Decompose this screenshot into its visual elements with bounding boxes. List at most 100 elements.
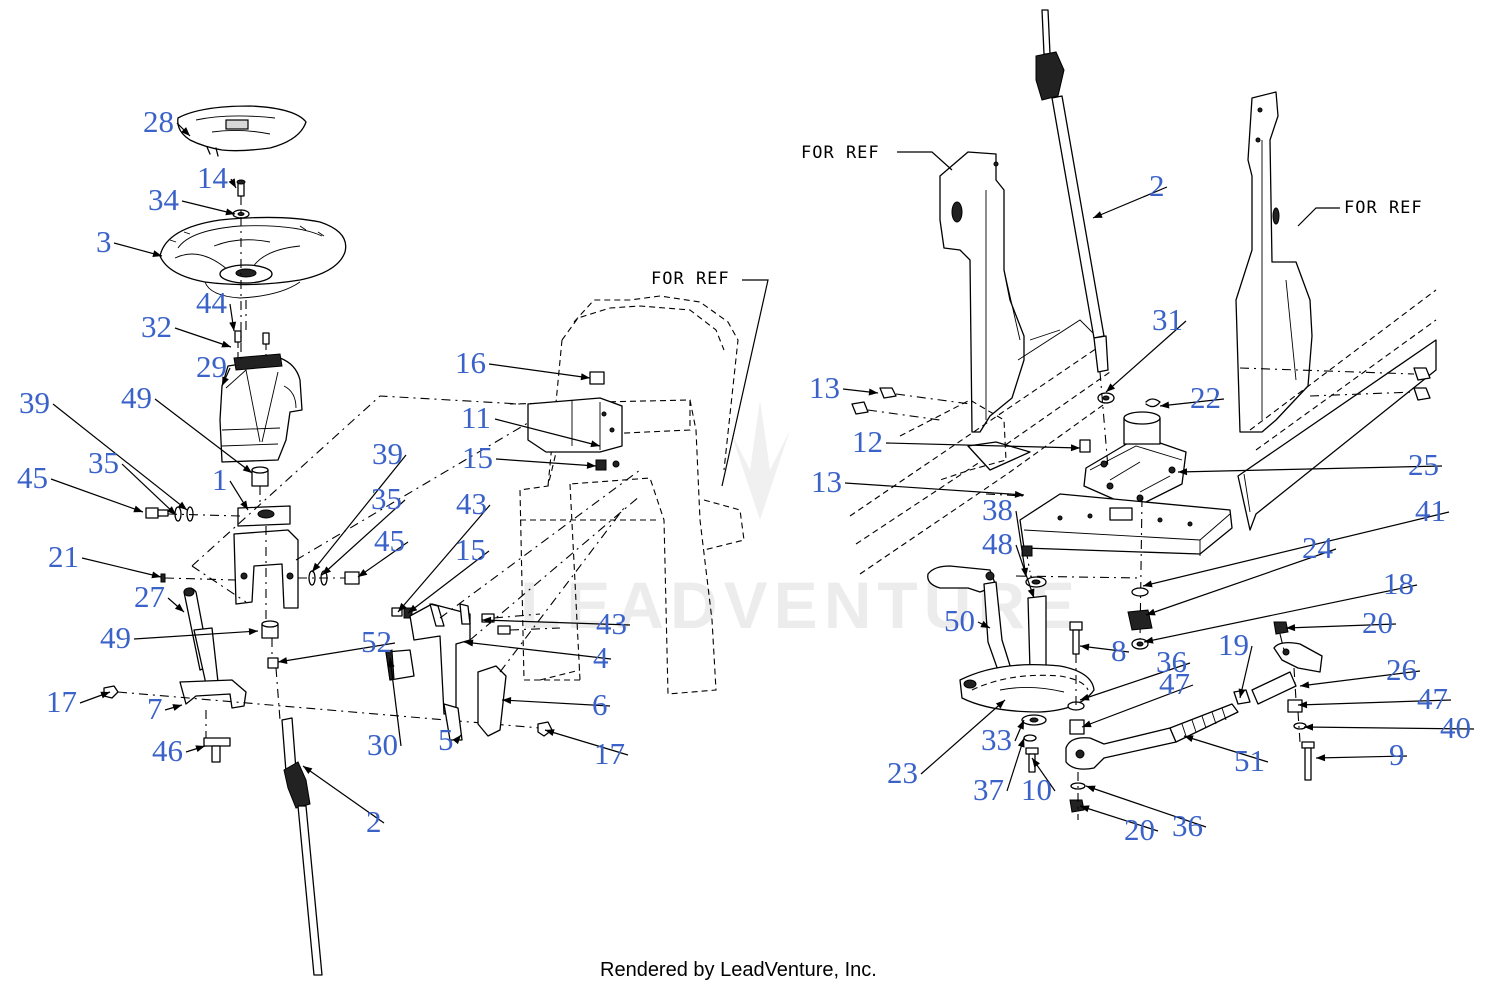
callout-label-47: 47 — [1159, 666, 1190, 701]
part-47-bushing-left — [1069, 719, 1085, 735]
callout-label-50: 50 — [944, 603, 975, 638]
callout-arrowhead — [1286, 624, 1296, 632]
callout-label-37: 37 — [973, 772, 1004, 807]
callout-label-14: 14 — [197, 160, 229, 195]
callout-arrowhead — [464, 639, 474, 647]
callout-arrowhead — [586, 461, 596, 469]
callout-arrowhead — [482, 616, 492, 624]
for-ref-callout-1: FOR REF — [801, 143, 953, 171]
callout-label-44: 44 — [196, 285, 228, 320]
callout-arrowhead — [545, 729, 555, 736]
callout-leader — [1015, 510, 1027, 578]
callout-leader — [121, 463, 177, 516]
callout-arrowhead — [1144, 636, 1154, 644]
callout-leader — [1315, 755, 1408, 759]
callout-arrowhead — [358, 568, 368, 577]
callout-label-6: 6 — [592, 687, 608, 722]
part-28-cap — [177, 105, 307, 157]
callout-arrowhead — [1160, 401, 1170, 409]
callout-leader — [495, 458, 597, 467]
part-47-bushing-right — [1287, 699, 1303, 713]
centerlines-center — [439, 469, 641, 673]
callout-arrowhead — [228, 178, 236, 188]
callout-label-25: 25 — [1408, 447, 1439, 482]
callout-label-21: 21 — [48, 539, 79, 574]
callout-arrowhead — [221, 340, 231, 348]
callout-label-48: 48 — [982, 526, 1013, 561]
callout-arrowhead — [1017, 720, 1024, 730]
callout-leader — [501, 699, 611, 707]
part-6-plate — [477, 665, 507, 737]
callout-arrowhead — [387, 658, 395, 668]
callout-leader — [1081, 684, 1194, 728]
callout-label-17: 17 — [594, 736, 625, 771]
callout-leader — [174, 327, 232, 348]
part-50-pitman-arm — [927, 565, 1013, 677]
callout-label-15: 15 — [462, 440, 493, 475]
callout-arrowhead — [1178, 468, 1188, 476]
callout-label-2: 2 — [366, 804, 382, 839]
part-21-pin — [160, 573, 237, 583]
part-16-screw — [589, 371, 605, 385]
part-18-washer — [1131, 638, 1149, 650]
callout-leader — [133, 630, 259, 640]
callout-arrowhead — [1238, 688, 1246, 698]
part-48-shaft — [1027, 595, 1047, 671]
callout-label-9: 9 — [1389, 737, 1405, 772]
callout-label-35: 35 — [371, 481, 402, 516]
callout-arrowhead — [1082, 720, 1092, 728]
callout-label-46: 46 — [152, 733, 183, 768]
callout-arrowhead — [248, 628, 258, 636]
callout-leader — [1092, 186, 1168, 219]
callout-label-17: 17 — [46, 684, 77, 719]
callout-arrowhead — [1143, 580, 1153, 588]
callout-label-39: 39 — [19, 385, 50, 420]
part-26-tie-rod-end — [1251, 642, 1323, 705]
callout-arrowhead — [1086, 785, 1096, 793]
callout-arrowhead — [229, 321, 237, 331]
part-48-washer — [1025, 576, 1047, 588]
right-frame-rail — [1237, 289, 1437, 531]
callout-leader — [50, 478, 144, 513]
part-23-sector-gear — [959, 664, 1095, 713]
part-25-gear-housing — [1083, 411, 1187, 509]
callout-leader — [1143, 584, 1418, 643]
callout-label-32: 32 — [141, 309, 172, 344]
callout-label-12: 12 — [852, 424, 883, 459]
callout-label-23: 23 — [887, 755, 918, 790]
callout-leader — [397, 504, 491, 613]
callout-arrowhead — [195, 745, 205, 753]
callout-arrowhead — [1080, 805, 1090, 813]
part-40-washer — [1293, 722, 1307, 730]
callout-label-47: 47 — [1417, 681, 1448, 716]
part-38-nut — [1021, 545, 1033, 557]
callout-label-40: 40 — [1440, 710, 1471, 745]
part-37-washer — [1023, 734, 1037, 742]
callout-arrowhead — [1080, 643, 1090, 651]
callout-arrowhead — [502, 697, 512, 704]
callout-arrowhead — [303, 766, 313, 775]
callout-label-24: 24 — [1302, 530, 1334, 565]
callout-label-45: 45 — [17, 460, 48, 495]
callout-leader — [321, 499, 406, 576]
centerlines-left — [191, 196, 561, 721]
callout-arrowhead — [1106, 383, 1116, 392]
callout-label-36: 36 — [1156, 644, 1187, 679]
callout-label-35: 35 — [88, 445, 119, 480]
callout-label-45: 45 — [374, 523, 405, 558]
callout-label-43: 43 — [456, 486, 487, 521]
center-right-panel-ref — [939, 151, 1025, 433]
callout-arrowhead — [242, 464, 252, 473]
callout-arrowhead — [1316, 754, 1326, 762]
callout-leader — [81, 557, 162, 578]
callout-label-20: 20 — [1124, 812, 1155, 847]
callout-label-27: 27 — [134, 579, 165, 614]
centerlines-right-vertical — [1015, 371, 1143, 641]
part-14-bolt — [236, 179, 246, 197]
callout-leader — [1299, 670, 1421, 687]
callout-arrowhead — [580, 373, 590, 381]
callout-leader — [1079, 805, 1159, 832]
svg-text:FOR REF: FOR REF — [651, 269, 730, 289]
part-20-nut-upper — [1273, 621, 1289, 635]
